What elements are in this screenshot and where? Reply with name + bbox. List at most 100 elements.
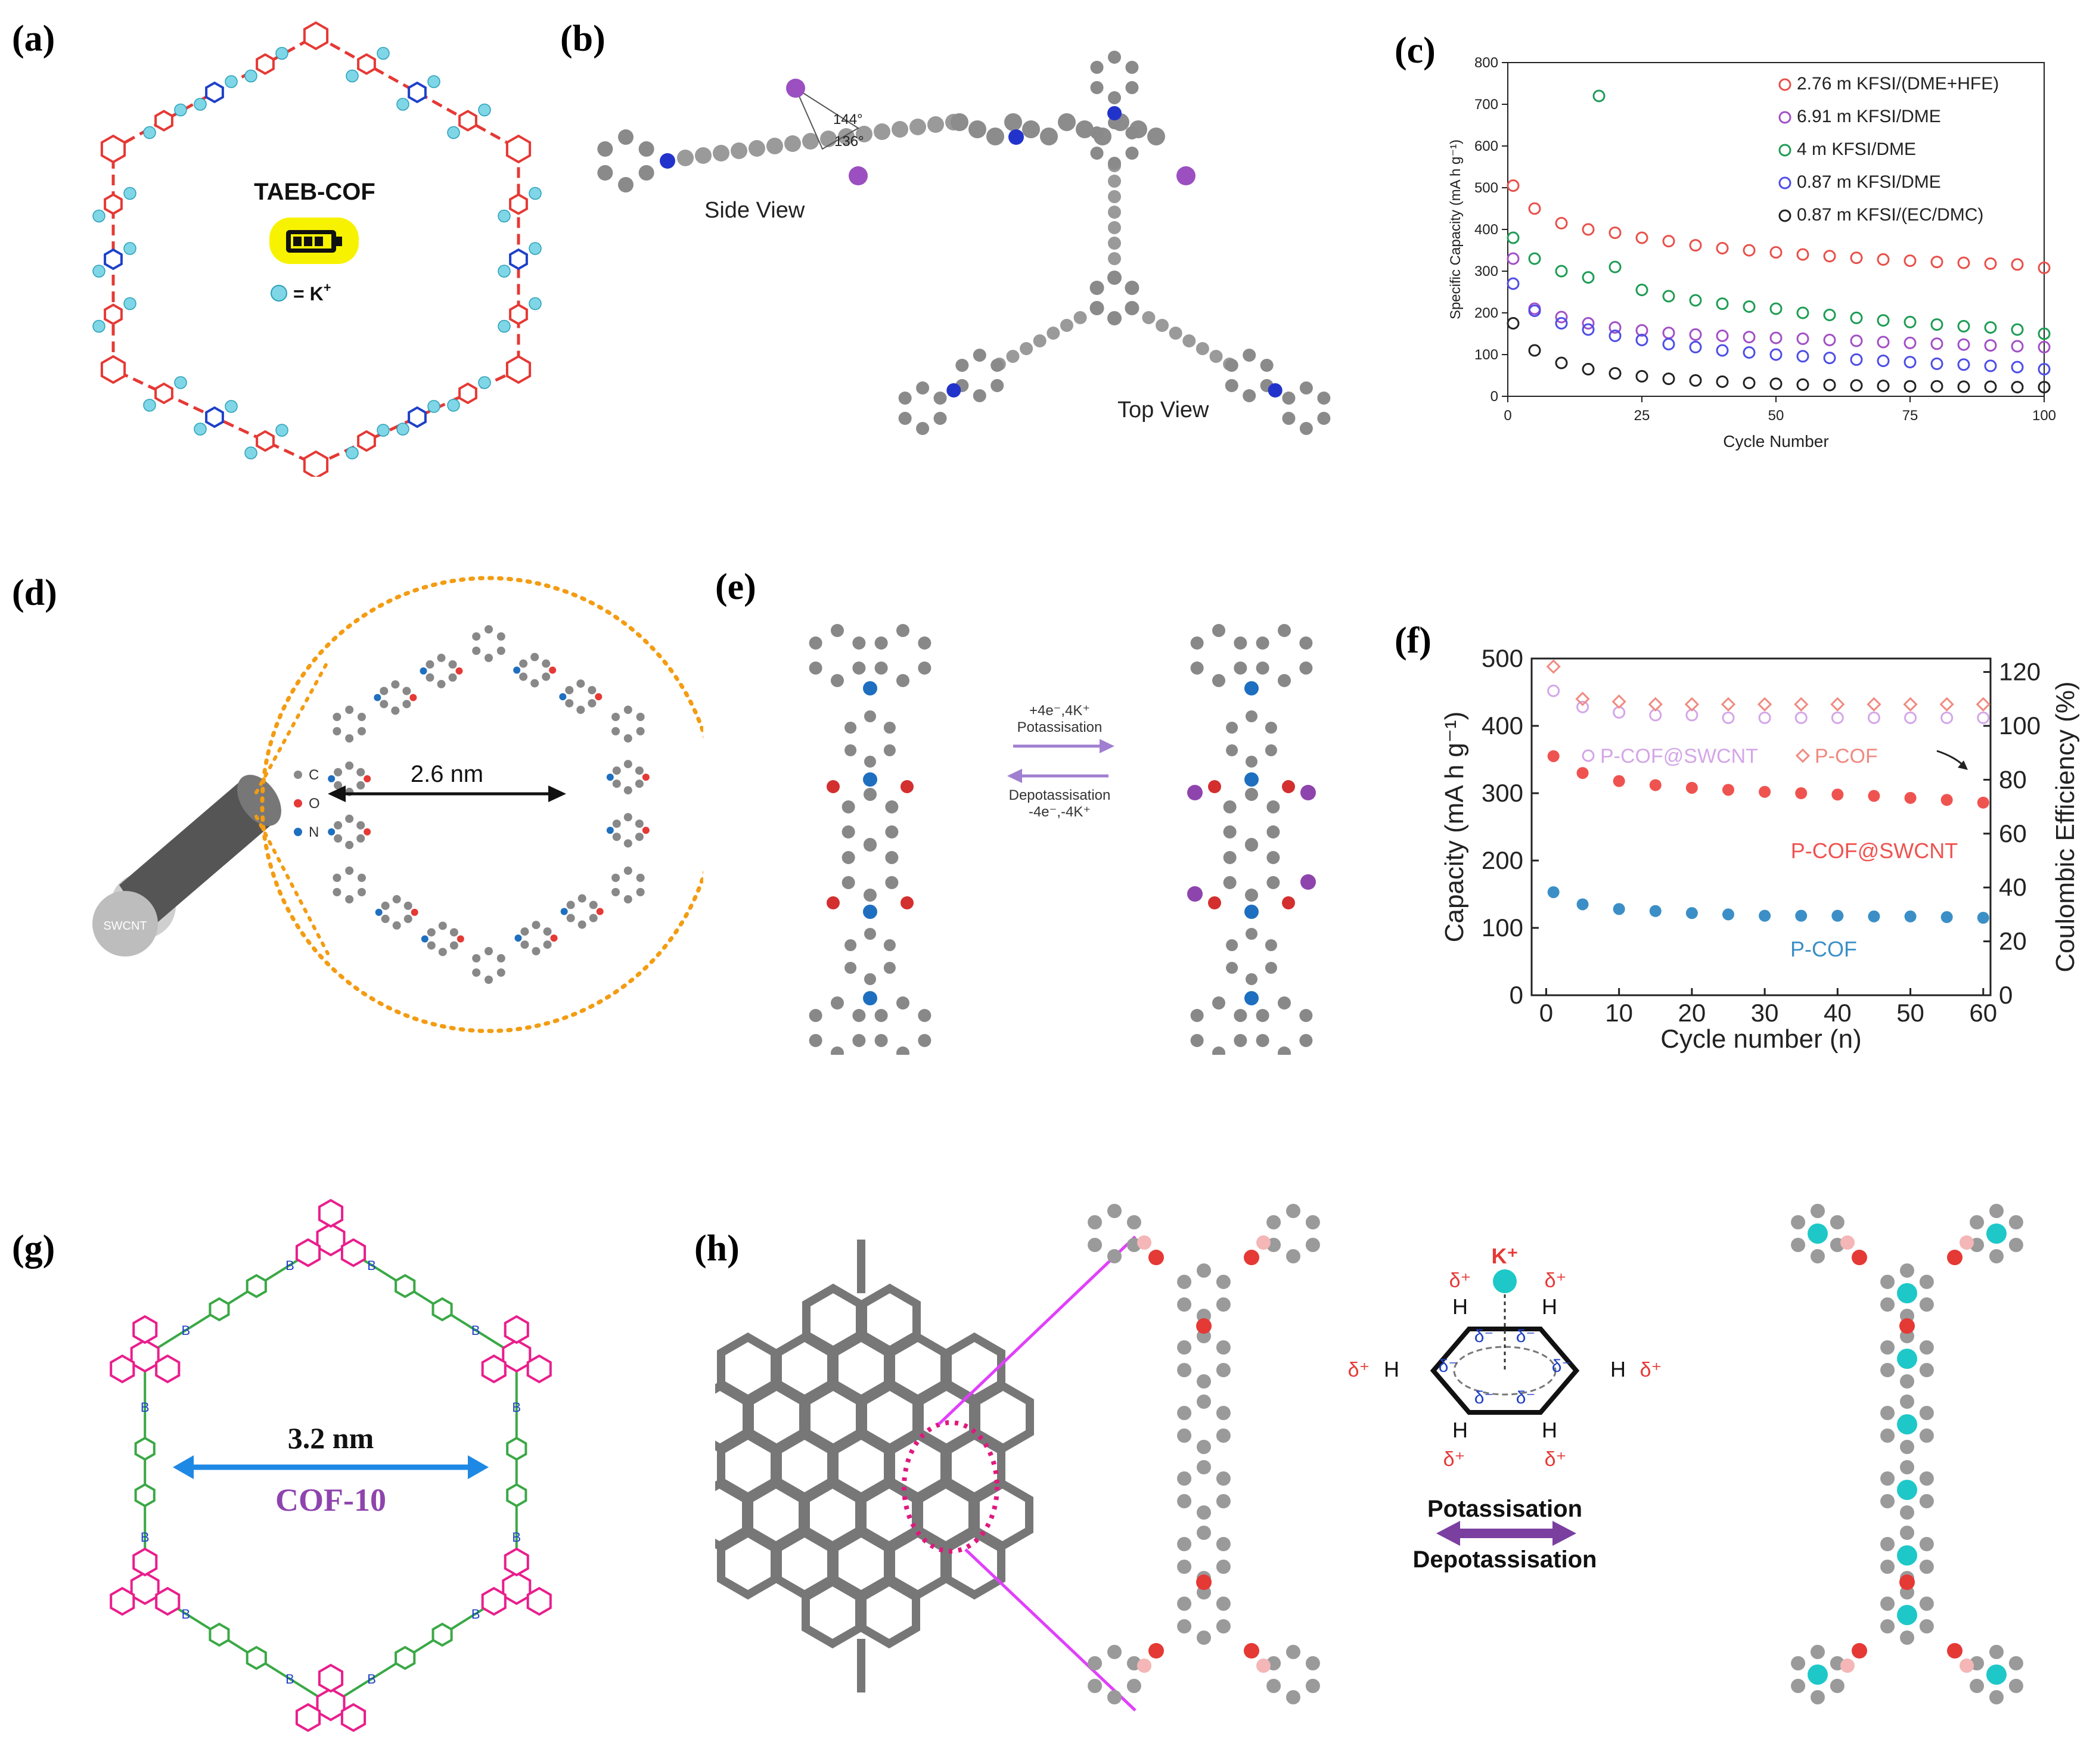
data-point (1957, 338, 1970, 351)
lattice-pore (858, 1576, 920, 1649)
atom (543, 927, 552, 936)
data-point (2011, 323, 2024, 336)
atom (809, 1009, 822, 1022)
atom (577, 920, 586, 929)
inline-legend-p-cof: P-COF (1815, 745, 1878, 768)
data-point (1662, 290, 1675, 303)
data-point (1649, 779, 1662, 791)
atom (1190, 636, 1204, 650)
atom (1266, 800, 1280, 813)
atom (381, 901, 390, 910)
data-point (1795, 909, 1808, 922)
k-ion (123, 297, 136, 310)
atom (1246, 973, 1257, 985)
atom (864, 838, 877, 852)
atom (809, 636, 822, 650)
atom (1900, 1374, 1914, 1389)
atom (1216, 1560, 1231, 1574)
atom (1919, 1428, 1934, 1443)
c-atom (1182, 334, 1196, 347)
x-tick-label: 100 (2032, 408, 2056, 424)
panel-label-d: (d) (12, 573, 57, 613)
boron-label: B (471, 1607, 480, 1622)
atom (1919, 1340, 1934, 1355)
data-point (1611, 694, 1626, 709)
atom (345, 761, 354, 770)
linker-ring (334, 814, 365, 849)
data-point (1904, 356, 1917, 369)
atom (635, 766, 644, 775)
delta-plus-label: δ⁺ (1545, 1269, 1567, 1292)
data-point (1795, 787, 1808, 799)
atom (1090, 81, 1104, 94)
atom (809, 1034, 822, 1047)
n-atom (863, 905, 877, 919)
atom (357, 874, 366, 882)
atom (426, 660, 434, 669)
data-point (1823, 334, 1836, 346)
atom (1265, 722, 1277, 734)
c-atom (986, 128, 1004, 145)
data-point (1796, 378, 1809, 391)
data-point (1635, 334, 1648, 346)
atom (1245, 889, 1258, 902)
atom (864, 788, 877, 801)
atom (1088, 1656, 1103, 1670)
reverse-reaction-bottom: -4e⁻,-4K⁺ (1029, 804, 1091, 820)
atom (1245, 788, 1258, 801)
data-point (1582, 317, 1595, 330)
atom (1216, 1340, 1231, 1355)
data-point (1684, 697, 1700, 712)
data-point (1831, 909, 1844, 922)
o-atom (1899, 1574, 1915, 1590)
phenyl-ring (1177, 1329, 1231, 1389)
y-tick-label: 0 (1510, 981, 1523, 1009)
k-ion (529, 187, 542, 200)
atom (885, 876, 899, 889)
n-atom (560, 908, 568, 915)
data-point (1721, 697, 1736, 712)
biphenyl-ring (209, 1297, 230, 1322)
c-atom (749, 140, 765, 157)
data-point (1716, 330, 1729, 342)
atom (831, 996, 844, 1010)
legend-marker (1778, 78, 1791, 91)
panel-e-structure: +4e⁻,4K⁺ Potassisation Depotassisation -… (809, 624, 1316, 1055)
x-axis-label: Cycle Number (1723, 432, 1828, 451)
n-atom (328, 828, 336, 836)
atom (1900, 1440, 1914, 1454)
atom (864, 756, 876, 768)
core-ring (841, 838, 899, 902)
k-atom (849, 166, 868, 185)
data-point (1547, 684, 1560, 697)
atom (449, 941, 458, 950)
data-point (1984, 321, 1997, 334)
svg-text:K⁺: K⁺ (1492, 1244, 1519, 1268)
hhtp-ring (340, 1238, 367, 1268)
atom (566, 900, 575, 909)
phenyl-ring (1090, 116, 1139, 170)
k-ion (346, 69, 359, 83)
atom (448, 660, 457, 669)
atom (1791, 1656, 1806, 1670)
atom (1216, 1363, 1231, 1377)
atom (1919, 1560, 1934, 1574)
atom (1317, 392, 1331, 405)
atom (864, 928, 876, 940)
data-point (1528, 344, 1541, 357)
atom (1299, 1034, 1313, 1047)
data-point (1662, 338, 1675, 350)
boron-label: B (512, 1400, 521, 1415)
data-point (1716, 344, 1729, 357)
legend-marker (1582, 749, 1595, 762)
c-atom (1108, 190, 1121, 203)
data-point (1940, 794, 1953, 806)
atom (448, 673, 457, 682)
atom (345, 867, 354, 875)
hhtp-ring (504, 1315, 529, 1344)
atom (883, 939, 896, 951)
atom (345, 895, 354, 903)
atom (1989, 1204, 2004, 1218)
node-ring (611, 867, 645, 903)
biphenyl-ring (431, 1622, 453, 1647)
